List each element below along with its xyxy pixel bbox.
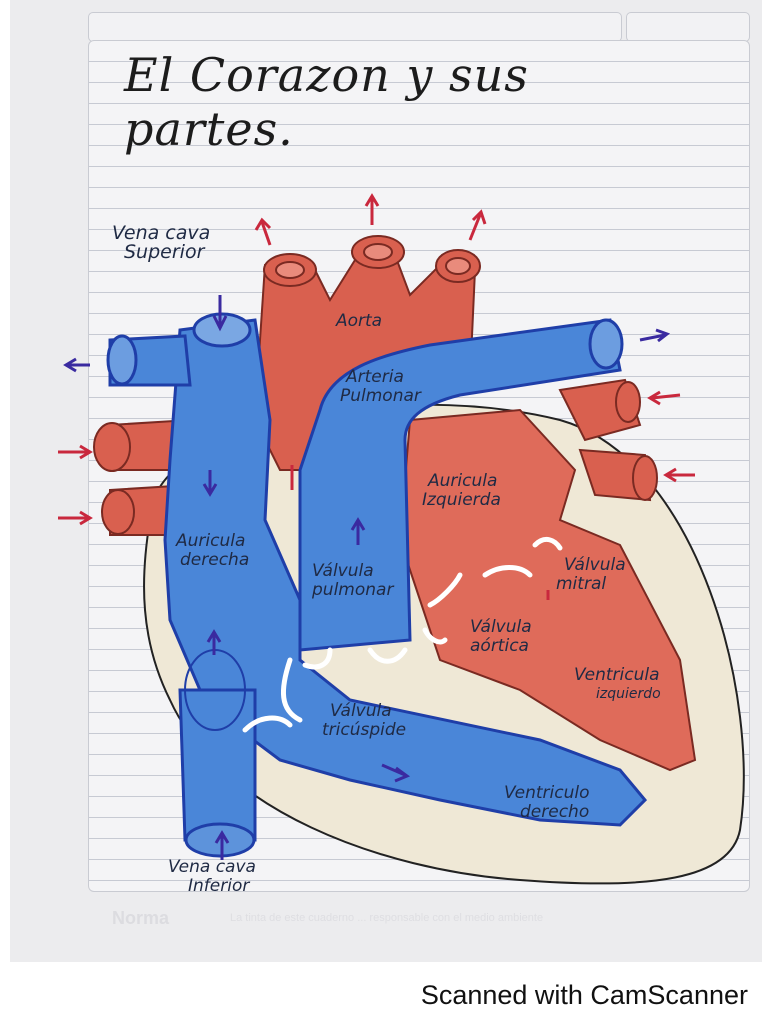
label-valvula-mitral: Válvula mitral (556, 556, 626, 594)
label-line: tricúspide (322, 720, 407, 740)
label-line: Auricula (428, 471, 498, 491)
label-ventriculo-derecho: Ventriculo derecho (504, 784, 590, 822)
label-line: Izquierda (422, 490, 501, 510)
label-line: Vena cava (168, 857, 256, 877)
label-valvula-tricuspide: Válvula tricúspide (322, 702, 406, 740)
label-line: Superior (124, 241, 205, 263)
label-valvula-aortica: Válvula aórtica (470, 618, 532, 656)
label-aorta: Aorta (336, 311, 383, 331)
pulmonary-artery (298, 318, 624, 652)
label-line: mitral (556, 574, 607, 594)
label-line: aórtica (470, 636, 529, 656)
valve-marks (242, 536, 563, 733)
flow-arrows (58, 193, 695, 860)
label-line: pulmonar (312, 580, 394, 600)
label-arteria-pulmonar: Arteria Pulmonar (340, 368, 421, 406)
header-box (88, 12, 622, 42)
notebook-brand-text: La tinta de este cuaderno ... responsabl… (230, 912, 544, 924)
label-auricula-izquierda: Auricula Izquierda (422, 472, 501, 510)
label-line: Ventriculo (504, 783, 590, 803)
label-line: Auricula (176, 531, 246, 551)
label-line: derecho (520, 802, 590, 822)
label-auricula-derecha: Auricula derecha (176, 532, 249, 570)
label-line: Arteria (346, 367, 404, 387)
label-line: Válvula (312, 561, 374, 581)
label-vena-cava-superior: Vena cava Superior (112, 224, 210, 262)
label-line: izquierdo (596, 686, 661, 702)
scanner-caption: Scanned with CamScanner (420, 980, 748, 1010)
notebook-brand-logo: Norma (112, 908, 170, 928)
label-vena-cava-inferior: Vena cava Inferior (168, 858, 256, 896)
label-line: Inferior (188, 876, 250, 896)
pulmonary-veins-right (558, 378, 658, 502)
label-ventriculo-izquierdo: Ventricula izquierdo (574, 666, 661, 704)
label-valvula-pulmonar: Válvula pulmonar (312, 562, 393, 600)
label-line: Vena cava (112, 222, 211, 244)
label-line: Válvula (330, 701, 392, 721)
label-line: Válvula (470, 617, 532, 637)
label-line: Válvula (564, 555, 626, 575)
label-line: Ventricula (574, 665, 660, 685)
label-line: derecha (180, 550, 250, 570)
label-line: Pulmonar (340, 386, 421, 406)
page-title: El Corazon y sus partes. (124, 48, 529, 156)
